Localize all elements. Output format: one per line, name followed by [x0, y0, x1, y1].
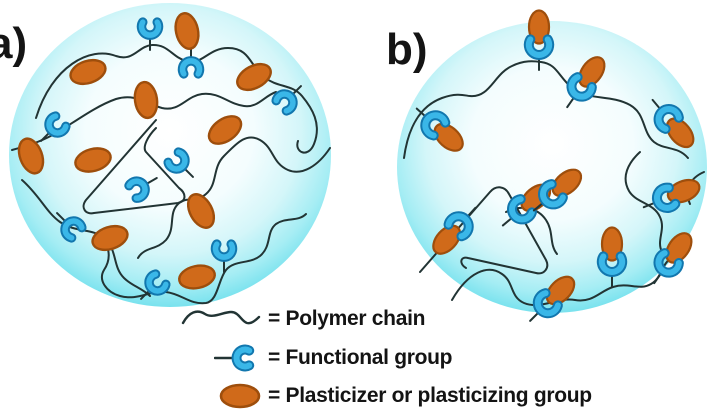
functional-group-icon: [150, 342, 268, 374]
polymer-sphere: [9, 3, 331, 307]
polymer-chain-path: [624, 151, 663, 253]
functional-group-icon: [124, 176, 158, 203]
plasticizer-icon: [69, 58, 107, 86]
plasticizer-icon: [207, 115, 243, 145]
docked-plasticizer-icon: [523, 9, 555, 71]
panel-b-label: b): [386, 25, 428, 74]
plasticizer-icon: [186, 193, 216, 229]
plasticizer-icon: [17, 137, 45, 175]
plasticizer-icon: [178, 264, 216, 290]
functional-group-icon: [271, 85, 302, 116]
functional-group-icon: [40, 111, 71, 142]
functional-group-icon: [140, 269, 171, 300]
legend-label-polymer-chain: = Polymer chain: [268, 307, 426, 330]
polymer-chain-path: [137, 136, 331, 259]
polymer-chain-path: [82, 119, 186, 215]
docked-plasticizer-icon: [653, 232, 693, 285]
panel-a-diagram: [9, 3, 331, 307]
legend-row-polymer-chain: = Polymer chain: [150, 300, 425, 338]
polymer-chain-path: [419, 186, 549, 275]
panel-b-diagram: [397, 9, 707, 322]
polymer-chain-path: [403, 60, 689, 159]
docked-plasticizer-icon: [529, 275, 576, 322]
plasticizer-icon: [133, 80, 159, 120]
polymer-sphere: [397, 21, 707, 313]
docked-plasticizer-icon: [596, 226, 628, 288]
legend-row-functional-group: = Functional group: [150, 339, 452, 377]
plasticizer-icon: [74, 147, 112, 173]
docked-plasticizer-icon: [432, 206, 477, 255]
polymer-chain-icon: [150, 306, 268, 332]
polymer-chain-path: [95, 213, 307, 305]
functional-group-icon: [56, 212, 87, 243]
polymer-chain-path: [35, 43, 318, 154]
docked-plasticizer-icon: [566, 56, 606, 109]
plasticizer-icon: [174, 12, 200, 50]
docked-plasticizer-icon: [651, 98, 695, 149]
plasticizer-icon: [91, 224, 129, 252]
polymer-chain-path: [451, 256, 674, 307]
legend-label-functional-group: = Functional group: [268, 346, 453, 369]
panel-a-label: a): [0, 19, 28, 68]
polymer-chain-path: [505, 206, 558, 255]
functional-group-icon: [136, 17, 164, 51]
docked-plasticizer-icon: [642, 178, 701, 213]
functional-group-icon: [163, 147, 194, 178]
functional-group-icon: [210, 239, 238, 273]
docked-plasticizer-icon: [415, 107, 464, 152]
docked-plasticizer-icon: [532, 168, 583, 212]
legend-row-plasticizer: = Plasticizer or plasticizing group: [150, 377, 592, 415]
plasticizer-icon: [236, 62, 272, 92]
plasticizer-icon: [150, 382, 268, 410]
legend-label-plasticizer: = Plasticizer or plasticizing group: [268, 384, 592, 407]
